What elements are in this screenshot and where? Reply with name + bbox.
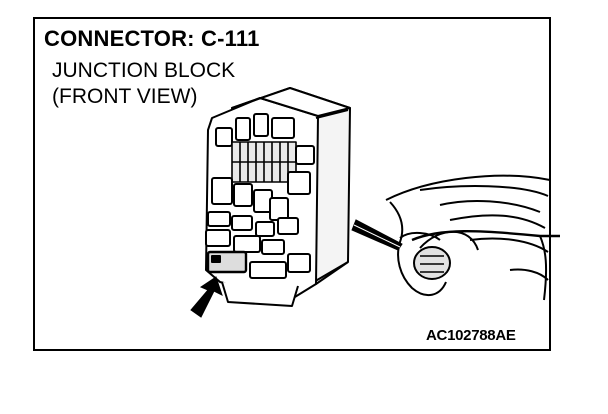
junction-block-label: JUNCTION BLOCK bbox=[52, 59, 236, 82]
location-illustration bbox=[385, 174, 560, 301]
pointer-arrow bbox=[190, 276, 223, 318]
connector-title: CONNECTOR: C-111 bbox=[44, 26, 260, 51]
location-pointer bbox=[351, 219, 403, 251]
front-view-label: (FRONT VIEW) bbox=[52, 85, 198, 108]
figure-code: AC102788AE bbox=[426, 327, 516, 344]
junction-block-illustration bbox=[205, 87, 351, 307]
